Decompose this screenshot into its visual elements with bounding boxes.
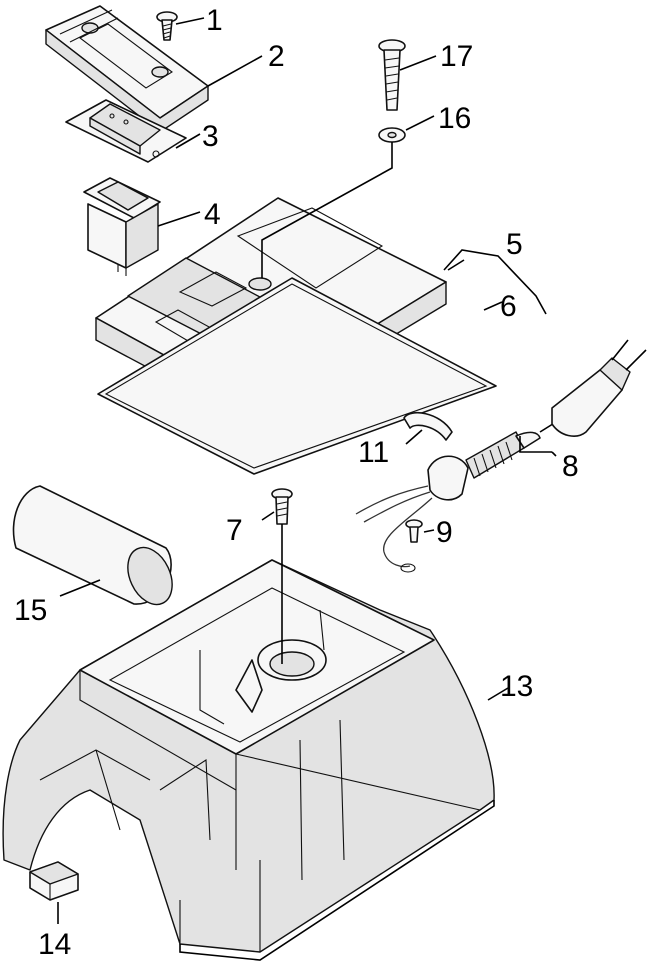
part-4-rocker-switch <box>83 177 161 276</box>
callout-9: 9 <box>436 516 453 549</box>
part-11-cable-clamp <box>403 411 453 441</box>
callout-labels: 1 2 3 4 5 6 7 8 9 11 13 14 15 16 17 <box>14 4 579 961</box>
part-6-gasket <box>97 277 497 475</box>
callout-4: 4 <box>204 198 221 231</box>
callout-1: 1 <box>206 4 223 37</box>
callout-8: 8 <box>562 450 579 483</box>
part-8-power-cord <box>427 339 647 501</box>
part-15-capacitor <box>12 485 173 606</box>
part-16-washer <box>378 127 406 143</box>
callout-16: 16 <box>438 102 471 135</box>
part-17-long-screw <box>378 39 406 111</box>
part-1-screw <box>156 11 178 41</box>
callout-3: 3 <box>202 120 219 153</box>
callout-14: 14 <box>38 928 71 961</box>
callout-13: 13 <box>500 670 533 703</box>
part-9-earth-screw <box>355 485 433 573</box>
part-7-screw <box>271 488 293 525</box>
callout-17: 17 <box>440 40 473 73</box>
callout-2: 2 <box>268 40 285 73</box>
part-3-switch-plate <box>65 99 187 163</box>
callout-11: 11 <box>358 436 389 469</box>
callout-7: 7 <box>226 514 243 547</box>
callout-15: 15 <box>14 594 47 627</box>
part-14-foot <box>29 861 79 901</box>
callout-6: 6 <box>500 290 517 323</box>
callout-5: 5 <box>506 228 523 261</box>
leader-lines <box>57 17 557 924</box>
part-13-main-housing <box>2 559 495 961</box>
